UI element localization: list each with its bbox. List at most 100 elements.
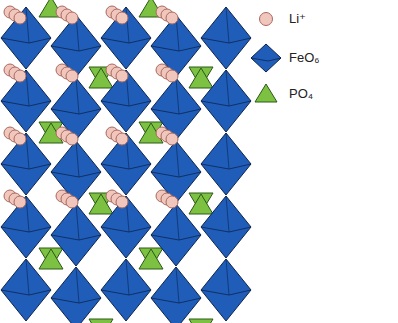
li-ion (14, 133, 26, 145)
octahedron-edge (101, 38, 151, 43)
po4-tetrahedron (189, 67, 213, 87)
feo6-octahedron (201, 259, 251, 321)
li-ion (116, 196, 128, 208)
li-ion (66, 196, 78, 208)
feo6-octahedron (101, 7, 151, 69)
octahedron-edge (176, 204, 179, 240)
legend-label: PO₄ (289, 86, 313, 102)
feo6-octahedron (1, 196, 51, 258)
octahedron-edge (226, 133, 229, 169)
octahedron-edge (126, 259, 129, 295)
octahedron-edge (76, 204, 79, 240)
po4-tetrahedron (139, 248, 163, 268)
feo6-octahedron (101, 259, 151, 321)
li-ion (14, 70, 26, 82)
li-ion (14, 196, 26, 208)
po4-tetrahedron (39, 249, 63, 269)
octahedron-edge (176, 141, 179, 177)
octahedron-edge (226, 259, 229, 295)
feo6-octahedron (51, 141, 101, 203)
octahedron-edge (26, 259, 29, 295)
feo6-octahedron (151, 15, 201, 77)
octahedron-edge (151, 298, 201, 303)
octahedron-edge (76, 78, 79, 114)
legend-label: FeO₆ (289, 50, 320, 66)
legend-label: Li⁺ (289, 11, 306, 27)
feo6-octahedron (151, 267, 201, 323)
octahedron-edge (101, 101, 151, 106)
octahedron-edge (51, 109, 101, 114)
feo6-octahedron (51, 267, 101, 323)
octahedron-edge (201, 101, 251, 106)
octahedron-edge (1, 164, 51, 169)
feo6-octahedron (1, 70, 51, 132)
feo6-octahedron (151, 141, 201, 203)
octahedron-edge (1, 101, 51, 106)
li-ion (166, 133, 178, 145)
po4-sample (255, 84, 277, 102)
li-ion (116, 133, 128, 145)
po4-tetrahedron (139, 249, 163, 269)
octahedron-edge (176, 78, 179, 114)
octahedron-edge (51, 298, 101, 303)
octahedron-edge (1, 227, 51, 232)
feo6-octahedron (151, 204, 201, 266)
lifepo4-lattice (1, 0, 251, 323)
feo6-edge (251, 58, 281, 61)
li-ion (116, 70, 128, 82)
li-ion (166, 70, 178, 82)
feo6-octahedron (201, 196, 251, 258)
po4-tetrahedron (39, 248, 63, 268)
octahedron-edge (201, 164, 251, 169)
feo6-octahedron (101, 133, 151, 195)
octahedron-edge (101, 290, 151, 295)
octahedron-edge (151, 172, 201, 177)
feo6-octahedron (101, 70, 151, 132)
octahedron-edge (101, 227, 151, 232)
octahedron-edge (126, 7, 129, 43)
feo6-octahedron (201, 7, 251, 69)
po4-tetrahedron (189, 319, 213, 323)
octahedron-edge (201, 290, 251, 295)
octahedron-edge (151, 46, 201, 51)
octahedron-edge (226, 70, 229, 106)
feo6-octahedron (1, 259, 51, 321)
po4-tetrahedron (189, 68, 213, 88)
octahedron-edge (51, 46, 101, 51)
octahedron-edge (201, 227, 251, 232)
octahedron-edge (76, 267, 79, 303)
po4-tetrahedron (189, 193, 213, 213)
li-ion (166, 196, 178, 208)
feo6-octahedron (51, 204, 101, 266)
octahedron-edge (201, 38, 251, 43)
feo6-octahedron (201, 133, 251, 195)
octahedron-edge (51, 235, 101, 240)
li-ion (14, 12, 26, 24)
octahedron-edge (226, 7, 229, 43)
feo6-octahedron (1, 7, 51, 69)
feo6-octahedron (51, 78, 101, 140)
feo6-octahedron (151, 78, 201, 140)
feo6-sample (251, 44, 281, 72)
li-sample (260, 13, 273, 26)
feo6-octahedron (51, 15, 101, 77)
li-ion (66, 12, 78, 24)
octahedron-edge (101, 164, 151, 169)
feo6-octahedron (1, 133, 51, 195)
octahedron-edge (1, 38, 51, 43)
li-ion (116, 12, 128, 24)
feo6-octahedron (101, 196, 151, 258)
octahedron-edge (51, 172, 101, 177)
feo6-octahedron (201, 70, 251, 132)
octahedron-edge (76, 141, 79, 177)
octahedron-edge (226, 196, 229, 232)
po4-tetrahedron (189, 194, 213, 214)
legend-samples (251, 13, 281, 103)
li-ion (166, 12, 178, 24)
octahedron-edge (176, 267, 179, 303)
octahedron-edge (151, 109, 201, 114)
octahedron-edge (151, 235, 201, 240)
li-ion (66, 133, 78, 145)
octahedron-edge (26, 7, 29, 43)
